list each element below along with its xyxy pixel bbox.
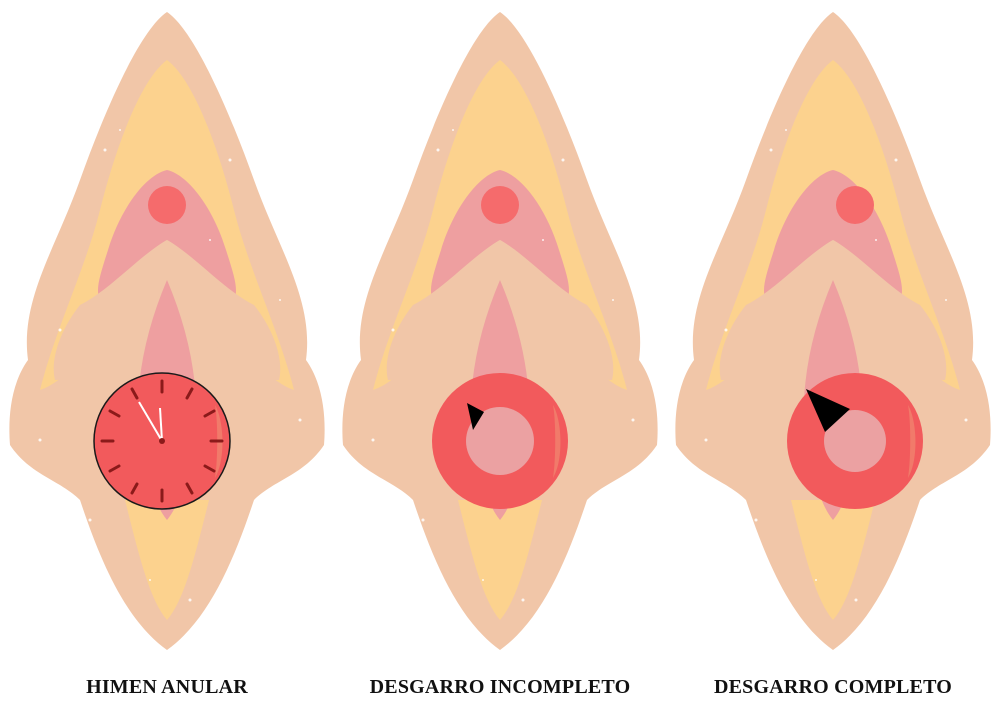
- panel-caption: DESGARRO INCOMPLETO: [333, 676, 667, 699]
- panel-caption: HIMEN ANULAR: [0, 676, 334, 699]
- vulva-illustration: [666, 0, 1000, 704]
- panel-desgarro-incompleto: DESGARRO INCOMPLETO: [333, 0, 667, 704]
- urethral-opening: [148, 186, 186, 224]
- panel-caption: DESGARRO COMPLETO: [666, 676, 1000, 699]
- vulva-illustration: [333, 0, 667, 704]
- urethral-opening: [836, 186, 874, 224]
- panel-himen-anular: HIMEN ANULAR: [0, 0, 334, 704]
- vulva-illustration: [0, 0, 334, 704]
- urethral-opening: [481, 186, 519, 224]
- clock-face-icon: [94, 373, 230, 509]
- hymen-ring: [432, 373, 568, 509]
- panel-desgarro-completo: DESGARRO COMPLETO: [666, 0, 1000, 704]
- hymen-ring: [787, 373, 923, 509]
